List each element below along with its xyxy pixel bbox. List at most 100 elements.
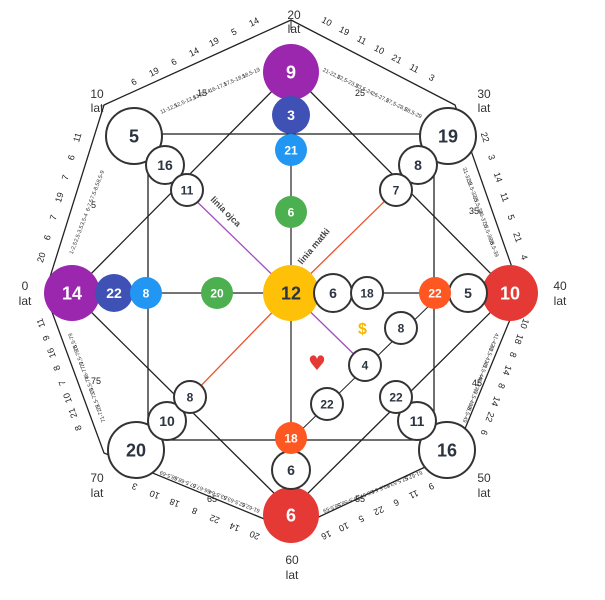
node-tl: 5: [105, 107, 163, 165]
ring-number-right-bottom: 22: [484, 411, 497, 424]
ring-number-top-right: 11: [355, 34, 368, 47]
node-value: 12: [281, 283, 301, 303]
node-value: 7: [393, 183, 400, 197]
node-tr-3: 7: [379, 173, 413, 207]
year-25: 25: [355, 88, 365, 98]
ring-number-right-top: 11: [498, 191, 510, 203]
node-value: 8: [143, 286, 150, 300]
node-circle: [44, 265, 100, 321]
age-range-lt: 1-2,5: [69, 241, 79, 255]
node-value: 6: [287, 462, 295, 478]
ring-number-left-bottom: 16: [45, 347, 58, 360]
ring-number-top-right: 11: [408, 62, 421, 75]
ring-number-left-top: 6: [66, 154, 77, 162]
ring-number-top-left: 14: [247, 15, 260, 28]
node-value: 5: [464, 285, 472, 301]
ring-number-right-top: 14: [492, 171, 505, 184]
node-bl: 20: [107, 421, 165, 479]
money-icon: $: [358, 321, 367, 338]
node-value: 8: [187, 390, 194, 404]
node-line-3: 22: [310, 387, 344, 421]
ring-number-left-top: 7: [60, 174, 71, 182]
age-30-unit: lat: [478, 101, 491, 115]
age-range-rt: 38,5-39: [487, 238, 499, 258]
node-bottom-2: 6: [271, 450, 311, 490]
node-line-2: 4: [348, 348, 382, 382]
year-15: 15: [197, 88, 207, 98]
node-circle: [397, 401, 437, 441]
age-50: 50: [477, 471, 491, 485]
ring-number-left-bottom: 10: [61, 392, 74, 405]
node-value: 10: [159, 413, 175, 429]
age-range-rb: 48,5-49: [461, 403, 473, 423]
node-value: 5: [129, 126, 139, 146]
age-range-lb: 78,5-79: [68, 332, 80, 352]
age-70: 70: [90, 471, 104, 485]
love-heart-icon: ♥: [308, 351, 326, 375]
ring-number-left-top: 20: [35, 251, 47, 263]
ring-number-left-top: 11: [71, 132, 83, 144]
age-40-unit: lat: [554, 294, 567, 308]
father-line-label: linia ojca: [209, 194, 244, 229]
node-circle: [275, 422, 307, 454]
age-range-tl: 18,5-19: [242, 67, 262, 80]
node-value: 16: [437, 440, 457, 460]
ring-number-right-top: 4: [519, 253, 530, 261]
node-bottom: 6: [263, 487, 319, 543]
node-top-4: 6: [275, 196, 307, 228]
ring-number-right-bottom: 14: [489, 395, 502, 408]
ring-number-right-bottom: 18: [512, 333, 525, 346]
node-top: 9: [263, 44, 319, 100]
year-65: 65: [207, 494, 217, 504]
node-bl-2: 10: [147, 401, 187, 441]
age-60: 60: [285, 553, 299, 567]
node-value: 9: [286, 62, 296, 82]
ring-number-bottom-right: 16: [320, 528, 333, 541]
age-40: 40: [553, 279, 567, 293]
year-45: 45: [472, 378, 482, 388]
ring-number-bottom-left: 8: [190, 505, 198, 516]
ring-number-bottom-right: 9: [427, 481, 436, 492]
ring-number-bottom-right: 6: [392, 497, 401, 508]
ring-number-bottom-right: 11: [407, 488, 420, 501]
node-bottom-3: 18: [275, 422, 307, 454]
age-30: 30: [477, 87, 491, 101]
node-circle: [419, 277, 451, 309]
ring-number-bottom-right: 22: [372, 504, 385, 517]
node-circle: [105, 107, 163, 165]
year-35: 35: [469, 206, 479, 216]
node-br: 16: [418, 421, 476, 479]
age-10: 10: [90, 87, 104, 101]
ring-number-left-bottom: 9: [41, 334, 52, 342]
node-value: 21: [284, 143, 298, 157]
ring-number-bottom-left: 22: [208, 512, 221, 525]
node-circle: [263, 487, 319, 543]
ring-number-bottom-right: 10: [337, 520, 350, 533]
age-range-lt: 8,5-9: [96, 170, 106, 184]
node-circle: [398, 145, 438, 185]
ring-number-left-top: 7: [48, 214, 59, 222]
ring-number-top-right: 10: [320, 15, 334, 29]
age-60-unit: lat: [286, 568, 299, 582]
node-circle: [275, 134, 307, 166]
node-right-3: 22: [419, 277, 451, 309]
node-circle: [263, 44, 319, 100]
ring-number-right-bottom: 14: [501, 364, 514, 377]
ring-number-bottom-left: 20: [248, 529, 261, 542]
node-right: 10: [482, 265, 538, 321]
ring-number-top-left: 14: [187, 45, 200, 58]
node-value: 6: [288, 205, 295, 219]
node-circle: [379, 380, 413, 414]
ring-number-right-top: 22: [479, 131, 492, 144]
node-value: 6: [286, 505, 296, 525]
node-circle: [170, 173, 204, 207]
age-labels: 20 lat 30 lat 40 lat 50 lat 60 lat 70 la…: [19, 8, 567, 582]
ring-number-left-bottom: 7: [57, 379, 68, 387]
node-tl-3: 11: [170, 173, 204, 207]
node-value: 11: [410, 413, 425, 429]
mother-line-label: linia matki: [296, 226, 332, 266]
node-br-3: 22: [379, 380, 413, 414]
node-circle: [379, 173, 413, 207]
